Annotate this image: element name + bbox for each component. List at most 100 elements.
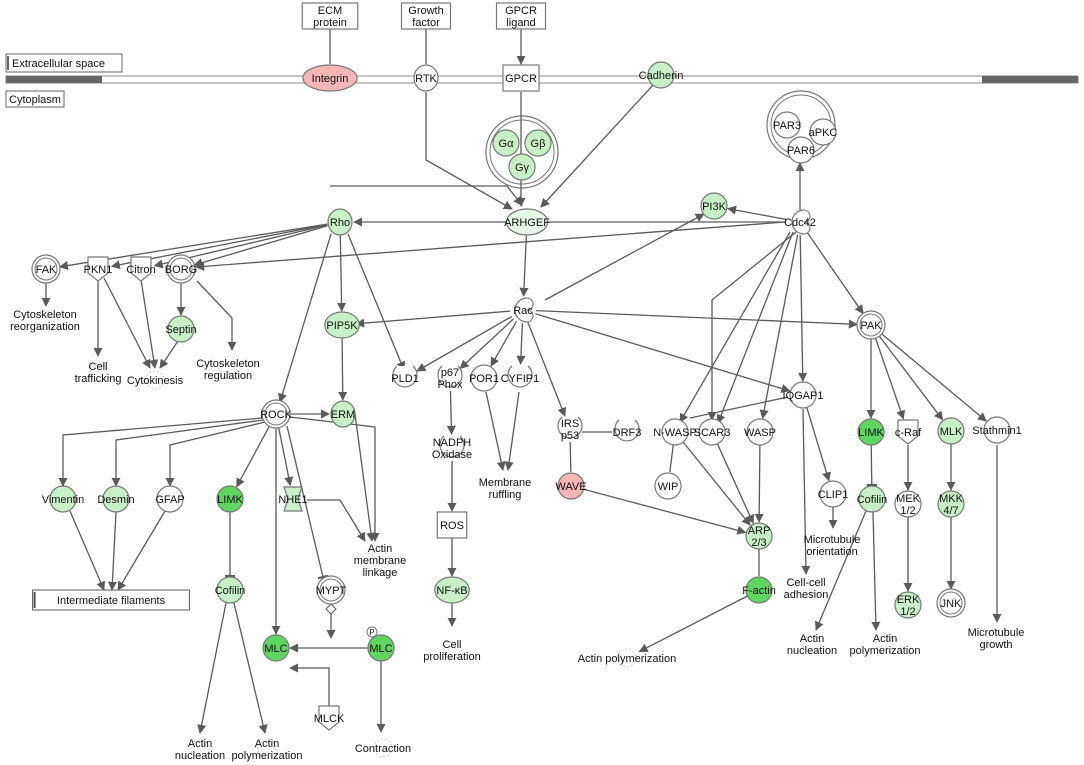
process-label: proliferation [423,651,480,663]
node-label: 2/3 [751,537,766,549]
node-scar3[interactable]: SCAR3 [694,418,731,446]
node-label: PI3K [702,201,727,213]
node-fak[interactable]: FAK [31,254,61,284]
node-gfap[interactable]: GFAP [155,485,185,513]
edge-26 [519,234,529,297]
node-label: Septin [165,324,196,336]
node-vimentin[interactable]: Vimentin [42,485,85,513]
node-gy[interactable]: Gγ [508,153,536,181]
node-mlck[interactable]: MLCK [314,705,345,731]
process-label: trafficking [75,373,122,385]
node-wip[interactable]: WIP [654,472,682,500]
node-mypt[interactable]: MYPT [316,575,347,605]
circle-shape [661,418,689,446]
edge-35 [806,232,864,315]
node-clip1[interactable]: CLIP1 [818,480,849,508]
node-iqgap1[interactable]: IQGAP1 [783,381,824,409]
node-limk_r[interactable]: LIMK [857,418,885,446]
node-nfkb[interactable]: NF-κB [434,576,470,604]
node-arhgef[interactable]: ARHGEF [504,208,550,236]
node-rho[interactable]: Rho [327,208,353,236]
inner-ring [939,591,963,615]
node-label: GPCR [505,73,537,85]
circle-shape [983,416,1011,444]
node-label: NF-κB [436,585,467,597]
node-gpcr[interactable]: GPCR [502,64,540,92]
node-par3[interactable]: PAR3 [773,111,801,139]
circle-shape [367,634,395,662]
node-integrin[interactable]: Integrin [302,64,358,92]
circle-shape [819,480,847,508]
ellipse-shape [434,576,470,604]
node-nwasp[interactable]: N-WASP [653,418,697,446]
node-pld1[interactable]: PLD1 [391,365,419,388]
node-label: MLK [940,426,963,438]
cytoplasm-label: Cytoplasm [5,90,65,108]
node-wasp[interactable]: WASP [744,418,776,446]
node-ros[interactable]: ROS [436,511,468,539]
edge-47 [485,391,506,471]
node-label: WIP [658,481,679,493]
node-label: 4/7 [943,505,958,517]
node-mlk[interactable]: MLK [937,417,965,445]
node-stathmin1[interactable]: Stathmin1 [972,416,1022,444]
node-jnk[interactable]: JNK [936,588,966,618]
node-cofilin_r[interactable]: Cofilin [857,485,888,513]
node-nhe1[interactable]: NHE1 [278,486,308,512]
process-label: membrane [354,555,407,567]
node-ga[interactable]: Gα [492,129,520,157]
node-apkc[interactable]: aPKC [809,118,838,146]
node-pi3k[interactable]: PI3K [700,192,728,220]
node-rock[interactable]: ROCK [260,399,293,429]
edge-8 [726,205,788,221]
process-shape [373,738,393,758]
node-drf3[interactable]: DRF3 [613,419,642,442]
node-gb[interactable]: Gβ [524,129,552,157]
node-cyfip1[interactable]: CYFIP1 [501,365,540,388]
node-factin[interactable]: F-actin [742,576,776,604]
node-pkn1[interactable]: PKN1 [84,256,113,282]
node-cofilin_l[interactable]: Cofilin [215,576,246,604]
node-cdc42[interactable]: Cdc42 [784,209,816,235]
node-por1[interactable]: POR1 [469,364,499,392]
node-craf[interactable]: c-Raf [895,419,922,445]
node-borg[interactable]: BORG [165,254,197,284]
node-pak[interactable]: PAK [856,310,886,340]
ellipse-shape [327,208,353,236]
process-label: Cytoskeleton [13,309,77,321]
node-cadherin[interactable]: Cadherin [639,61,684,89]
process-contraction: Contraction [355,738,411,758]
node-label: NADPH [433,437,472,449]
edge-42 [338,337,348,401]
node-mlc_l[interactable]: MLC [262,634,290,662]
node-par6[interactable]: PAR6 [787,136,815,164]
edge-15 [193,225,328,268]
node-desmin[interactable]: Desmin [97,485,135,513]
edge-57 [638,595,748,653]
node-limk_l[interactable]: LIMK [216,485,244,513]
inner-ring [169,257,193,281]
inner-ring [264,402,288,426]
node-rac[interactable]: Rac [513,297,534,323]
node-erm[interactable]: ERM [330,400,356,428]
node-pip5k[interactable]: PIP5K [324,311,360,339]
edge-39 [759,234,799,420]
process-shape [145,370,165,390]
node-septin[interactable]: Septin [165,315,197,343]
node-rtk[interactable]: RTK [413,64,439,92]
node-citron[interactable]: Citron [126,256,156,282]
node-wave[interactable]: WAVE [555,472,587,500]
